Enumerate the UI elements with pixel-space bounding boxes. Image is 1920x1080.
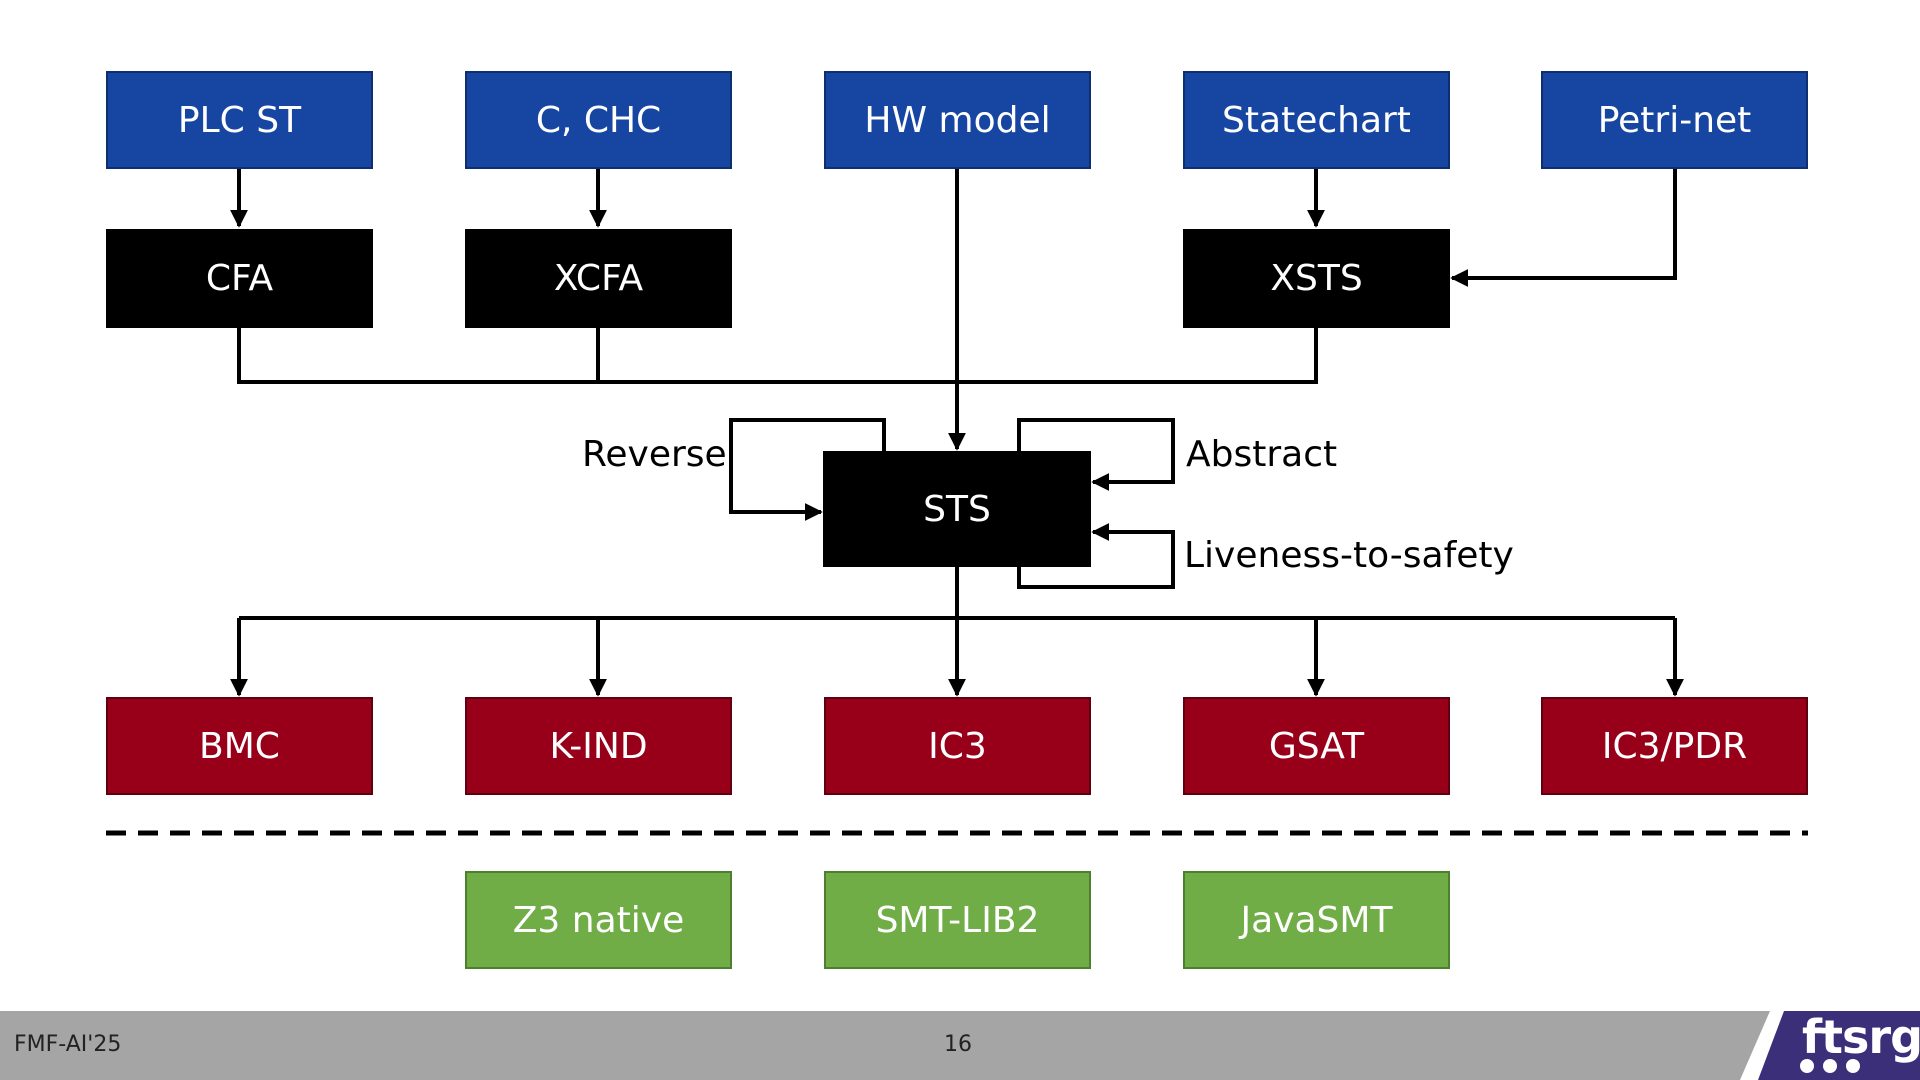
ftsrg-logo-icon xyxy=(1740,1011,1920,1080)
transform-abstract-label: Abstract xyxy=(1186,434,1338,475)
logo-text: ftsrg xyxy=(1802,1010,1920,1064)
footer-bar xyxy=(0,1011,1920,1080)
source-statechart: Statechart xyxy=(1183,71,1450,169)
source-hw-model-label: HW model xyxy=(864,99,1051,141)
solver-z3-native: Z3 native xyxy=(465,871,732,969)
algorithm-ic3pdr: IC3/PDR xyxy=(1541,697,1808,795)
source-petri-net: Petri-net xyxy=(1541,71,1808,169)
formalism-xcfa-label: XCFA xyxy=(553,258,644,299)
loop-liveness xyxy=(1017,523,1175,589)
solver-z3-native-label: Z3 native xyxy=(512,899,685,941)
formalism-cfa-label: CFA xyxy=(205,258,274,299)
algorithm-ic3pdr-label: IC3/PDR xyxy=(1601,725,1748,767)
merge-bus xyxy=(237,328,1318,384)
formalism-sts: STS xyxy=(823,451,1091,567)
formalism-sts-label: STS xyxy=(923,488,991,530)
footer-page-number: 16 xyxy=(944,1032,972,1057)
solver-javasmt-label: JavaSMT xyxy=(1240,899,1393,941)
solver-javasmt: JavaSMT xyxy=(1183,871,1450,969)
source-plc-st: PLC ST xyxy=(106,71,373,169)
source-c-chc: C, CHC xyxy=(465,71,732,169)
algorithm-gsat-label: GSAT xyxy=(1268,725,1365,767)
footer-event: FMF-AI'25 xyxy=(14,1032,122,1057)
source-statechart-label: Statechart xyxy=(1222,99,1411,141)
algorithm-bmc-label: BMC xyxy=(199,725,280,767)
solver-smt-lib2-label: SMT-LIB2 xyxy=(875,899,1040,941)
source-c-chc-label: C, CHC xyxy=(535,99,662,141)
loop-reverse xyxy=(729,418,886,521)
formalism-cfa: CFA xyxy=(106,229,373,328)
loop-abstract xyxy=(1017,418,1175,491)
algorithm-kind-label: K-IND xyxy=(549,725,648,767)
algorithm-bmc: BMC xyxy=(106,697,373,795)
algorithm-ic3-label: IC3 xyxy=(928,725,987,767)
transform-liveness-label: Liveness-to-safety xyxy=(1184,535,1514,576)
transform-reverse-label: Reverse xyxy=(582,434,727,475)
solver-smt-lib2: SMT-LIB2 xyxy=(824,871,1091,969)
formalism-xsts-label: XSTS xyxy=(1270,258,1363,299)
connector-lines xyxy=(106,168,1808,836)
source-petri-net-label: Petri-net xyxy=(1597,99,1752,141)
source-hw-model: HW model xyxy=(824,71,1091,169)
source-plc-st-label: PLC ST xyxy=(177,99,302,141)
algorithm-kind: K-IND xyxy=(465,697,732,795)
arrow-petrinet-xsts xyxy=(1450,168,1677,287)
algorithm-ic3: IC3 xyxy=(824,697,1091,795)
formalism-xsts: XSTS xyxy=(1183,229,1450,328)
algorithm-gsat: GSAT xyxy=(1183,697,1450,795)
formalism-xcfa: XCFA xyxy=(465,229,732,328)
